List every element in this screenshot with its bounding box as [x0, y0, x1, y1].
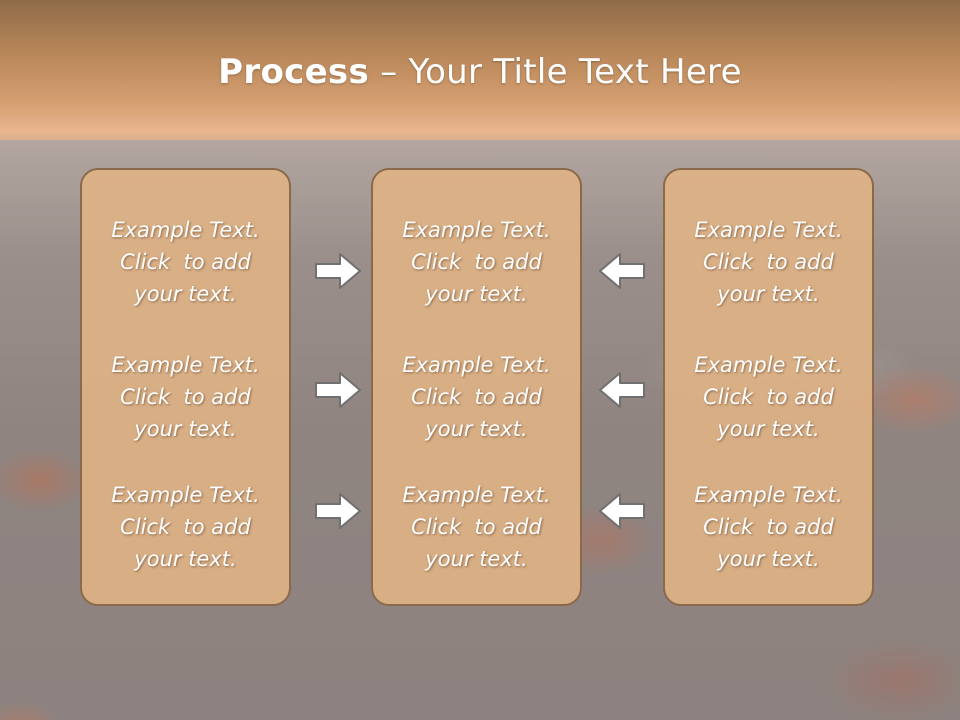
text-line: your text. — [134, 417, 237, 441]
arrow-right-icon — [315, 493, 361, 529]
text-line: Example Text. — [694, 483, 843, 507]
text-line: Click to add — [411, 515, 542, 539]
panel-text-block[interactable]: Example Text. Click to add your text. — [82, 479, 289, 575]
text-line: Click to add — [120, 515, 251, 539]
arrow-left-icon — [599, 372, 645, 408]
text-line: Click to add — [120, 385, 251, 409]
text-line: Example Text. — [694, 353, 843, 377]
text-line: your text. — [134, 282, 237, 306]
panel-text-block[interactable]: Example Text. Click to add your text. — [373, 479, 580, 575]
text-line: Click to add — [411, 250, 542, 274]
slide-title[interactable]: Process – Your Title Text Here — [0, 52, 960, 92]
text-line: your text. — [425, 547, 528, 571]
text-line: your text. — [717, 282, 820, 306]
text-line: Example Text. — [402, 483, 551, 507]
text-line: Click to add — [703, 385, 834, 409]
sky-background — [0, 0, 960, 150]
title-rest: Your Title Text Here — [408, 52, 742, 92]
panel-text-block[interactable]: Example Text. Click to add your text. — [373, 214, 580, 310]
text-line: your text. — [717, 417, 820, 441]
panel-text-block[interactable]: Example Text. Click to add your text. — [665, 479, 872, 575]
text-line: Example Text. — [111, 353, 260, 377]
panel-text-block[interactable]: Example Text. Click to add your text. — [82, 214, 289, 310]
text-line: your text. — [425, 282, 528, 306]
text-line: Click to add — [411, 385, 542, 409]
text-line: Example Text. — [111, 218, 260, 242]
text-line: your text. — [425, 417, 528, 441]
panel-text-block[interactable]: Example Text. Click to add your text. — [373, 349, 580, 445]
text-line: your text. — [717, 547, 820, 571]
arrow-left-icon — [599, 493, 645, 529]
process-panel-center[interactable]: Example Text. Click to add your text. Ex… — [371, 168, 582, 606]
title-dash: – — [369, 52, 409, 92]
arrow-left-icon — [599, 253, 645, 289]
text-line: Example Text. — [111, 483, 260, 507]
panel-text-block[interactable]: Example Text. Click to add your text. — [665, 214, 872, 310]
text-line: Example Text. — [402, 218, 551, 242]
text-line: Click to add — [120, 250, 251, 274]
panel-text-block[interactable]: Example Text. Click to add your text. — [82, 349, 289, 445]
panel-text-block[interactable]: Example Text. Click to add your text. — [665, 349, 872, 445]
title-bold: Process — [218, 52, 370, 92]
text-line: Example Text. — [402, 353, 551, 377]
arrow-right-icon — [315, 372, 361, 408]
process-panel-left[interactable]: Example Text. Click to add your text. Ex… — [80, 168, 291, 606]
process-panel-right[interactable]: Example Text. Click to add your text. Ex… — [663, 168, 874, 606]
arrow-right-icon — [315, 253, 361, 289]
text-line: Click to add — [703, 515, 834, 539]
text-line: Example Text. — [694, 218, 843, 242]
text-line: your text. — [134, 547, 237, 571]
text-line: Click to add — [703, 250, 834, 274]
